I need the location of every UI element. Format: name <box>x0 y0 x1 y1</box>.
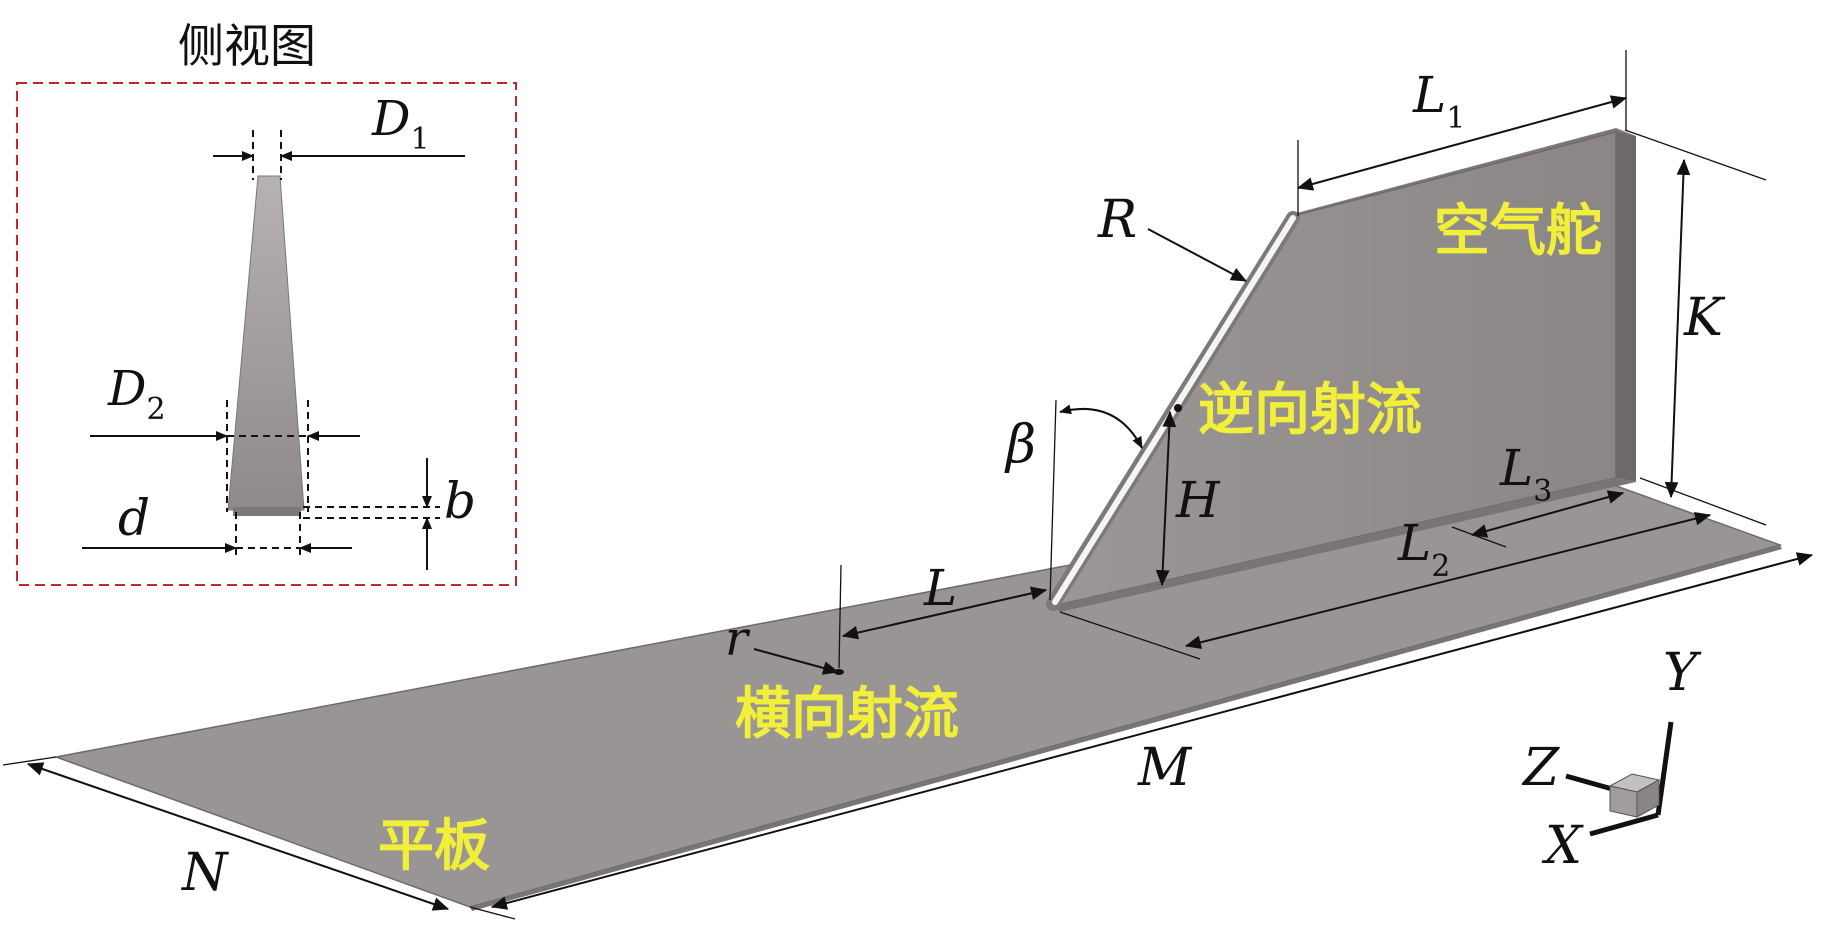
label-cross-jet: 横向射流 <box>735 682 959 747</box>
label-r: r <box>725 611 751 667</box>
l1-dimension <box>1296 95 1628 191</box>
label-H: H <box>1175 471 1221 529</box>
r-leader <box>1147 228 1248 282</box>
label-d: d <box>118 489 150 547</box>
side-view-title: 侧视图 <box>178 19 316 73</box>
label-Y: Y <box>1663 643 1702 703</box>
axes-cube-front <box>1609 785 1638 818</box>
rudder-section-base <box>233 507 301 516</box>
side-view-frame <box>16 82 517 586</box>
k-ext-top <box>1624 129 1767 181</box>
label-counter-jet: 逆向射流 <box>1198 378 1422 443</box>
label-R: R <box>1097 190 1137 250</box>
label-d2: D2 <box>107 361 166 427</box>
label-air-rudder: 空气舵 <box>1434 199 1602 264</box>
rudder-back-face <box>1616 132 1636 482</box>
k-dimension <box>1664 158 1691 499</box>
y-axis <box>1655 721 1674 816</box>
counter-jet-point <box>1174 404 1182 412</box>
label-flat-plate: 平板 <box>378 814 490 879</box>
x-axis <box>1589 812 1659 837</box>
axes-triad: Y Z X <box>1521 643 1702 876</box>
side-view: 侧视图 D1 D2 d b <box>16 19 517 586</box>
label-N: N <box>180 843 229 903</box>
axes-cube-side <box>1636 779 1660 818</box>
label-X: X <box>1541 816 1584 876</box>
label-beta: β <box>1004 415 1036 475</box>
n-ext-left <box>2 756 57 766</box>
n-ext-right <box>469 906 516 920</box>
label-M: M <box>1137 738 1193 798</box>
label-b: b <box>444 472 476 530</box>
k-ext-bottom <box>1639 477 1767 526</box>
rudder-section-shape <box>227 175 305 511</box>
label-L: L <box>923 559 957 617</box>
label-l3: L3 <box>1499 439 1552 509</box>
model-3d: L1 K R β H L3 L2 L r <box>2 50 1814 920</box>
m-dimension <box>490 552 1814 910</box>
label-d1: D1 <box>371 91 430 157</box>
label-l1: L1 <box>1412 66 1465 136</box>
leading-edge <box>1052 215 1296 605</box>
label-Z: Z <box>1521 738 1560 798</box>
n-dimension <box>26 762 450 911</box>
beta-arc <box>1059 404 1143 449</box>
label-k: K <box>1683 288 1726 348</box>
